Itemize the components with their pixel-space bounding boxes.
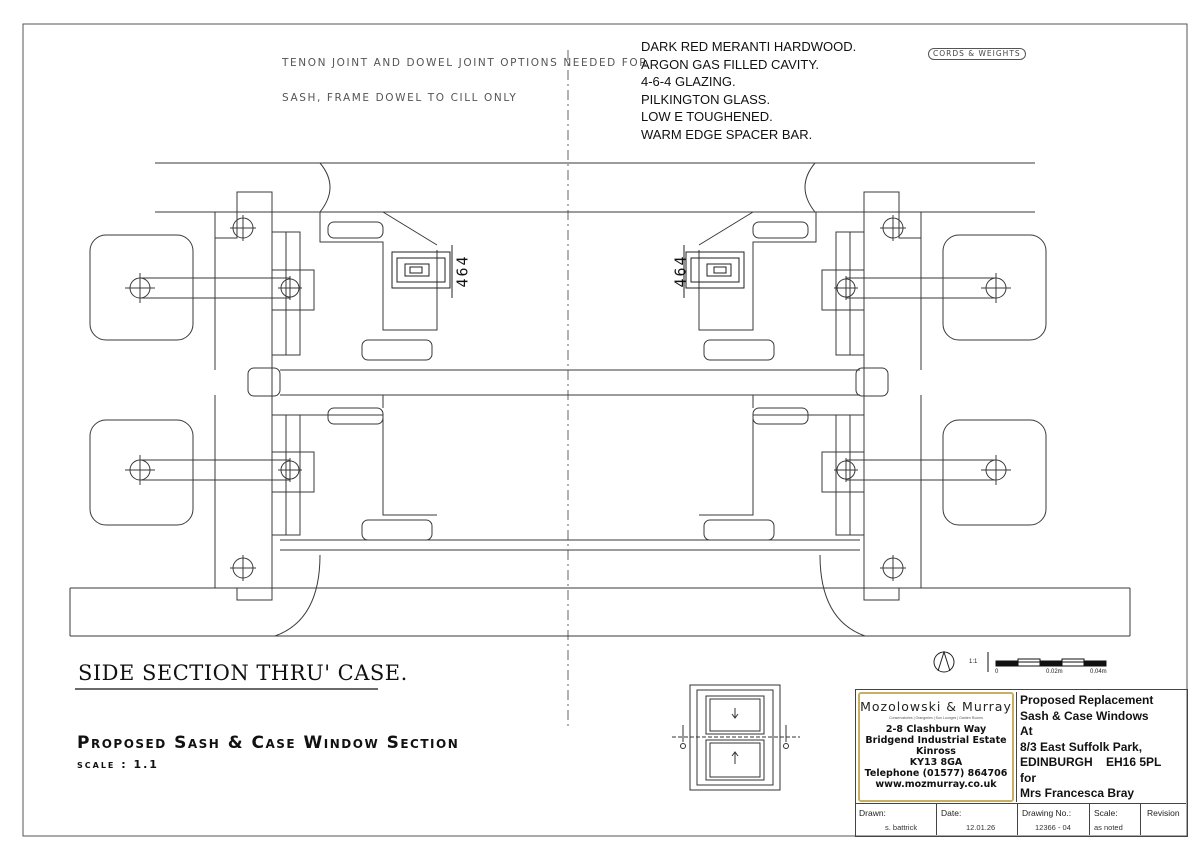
left-glazing-unit: [391, 245, 453, 298]
section-title: SIDE SECTION THRU' CASE.: [78, 661, 408, 685]
drawing-title: Proposed Sash & Case Window Section: [77, 733, 460, 753]
project-line: EDINBURGH EH16 5PL: [1020, 755, 1162, 769]
scale-bar: [987, 652, 1107, 672]
project-details: Proposed Replacement Sash & Case Windows…: [1017, 692, 1184, 802]
spec-item: 4-6-4 GLAZING.: [641, 74, 736, 89]
construction-note-line-2: SASH, FRAME DOWEL TO CILL ONLY: [282, 92, 518, 104]
spec-item: ARGON GAS FILLED CAVITY.: [641, 56, 819, 72]
right-jamb: [698, 191, 1047, 601]
drawn-label: Drawn:: [859, 808, 886, 818]
scale-value: as noted: [1094, 823, 1123, 832]
right-glazing-unit: [683, 245, 745, 298]
revision-label: Revision: [1147, 808, 1180, 818]
spec-item: PILKINGTON GLASS.: [641, 91, 771, 107]
project-line: Proposed Replacement: [1020, 693, 1154, 707]
glazing-dimension-right: 464: [671, 254, 690, 288]
date-cell: Date: 12.01.26: [937, 804, 1018, 835]
scale-bar-tick-0: 0: [995, 669, 999, 675]
scale-label: Scale:: [1094, 808, 1118, 818]
company-address-line: 2-8 Clashburn Way: [885, 724, 987, 735]
spec-list: DARK RED MERANTI HARDWOOD. ARGON GAS FIL…: [641, 38, 856, 143]
scale-bar-tick-2: 0.04m: [1090, 669, 1107, 675]
drawing-no-label: Drawing No.:: [1022, 808, 1072, 818]
cords-weights-label: CORDS & WEIGHTS: [928, 48, 1026, 60]
company-address-line: Kinross: [916, 746, 956, 757]
scale-bar-tick-1: 0.02m: [1046, 669, 1063, 675]
orientation-symbol: [933, 650, 955, 673]
project-line: for: [1020, 770, 1036, 785]
scale-bar-ratio: 1:1: [969, 659, 978, 665]
company-address: 2-8 Clashburn Way Bridgend Industrial Es…: [860, 724, 1012, 790]
glazing-dimension-left: 464: [453, 254, 472, 288]
left-jamb: [89, 191, 438, 601]
project-line: Sash & Case Windows: [1020, 708, 1149, 723]
drawn-value: s. battrick: [885, 823, 918, 832]
company-tagline: Conservatories | Orangeries | Sun Lounge…: [889, 716, 983, 720]
title-block: [855, 689, 1188, 837]
project-line: Mrs Francesca Bray: [1020, 786, 1135, 800]
company-name: Mozolowski & Murray: [860, 699, 1012, 714]
project-line: 8/3 East Suffolk Park,: [1020, 739, 1143, 754]
scale-cell: Scale: as noted: [1090, 804, 1141, 835]
spec-item: DARK RED MERANTI HARDWOOD.: [641, 39, 857, 54]
company-address-line: Bridgend Industrial Estate: [865, 735, 1007, 746]
title-block-fields: Drawn: s. battrick Date: 12.01.26 Drawin…: [855, 803, 1186, 835]
drawn-cell: Drawn: s. battrick: [855, 804, 937, 835]
company-phone: Telephone (01577) 864706: [864, 768, 1008, 779]
date-value: 12.01.26: [966, 823, 996, 832]
company-website: www.mozmurray.co.uk: [875, 779, 997, 790]
drawing-no-value: 12366 - 04: [1035, 823, 1071, 832]
spec-item: WARM EDGE SPACER BAR.: [641, 126, 813, 142]
project-panel: Proposed Replacement Sash & Case Windows…: [1016, 692, 1184, 802]
revision-cell: Revision: [1141, 804, 1186, 835]
company-address-line: KY13 8GA: [909, 757, 963, 768]
drawing-no-cell: Drawing No.: 12366 - 04: [1018, 804, 1090, 835]
spec-item: LOW E TOUGHENED.: [641, 109, 773, 124]
project-line: At: [1020, 724, 1033, 738]
construction-note-line-1: TENON JOINT AND DOWEL JOINT OPTIONS NEED…: [282, 57, 649, 69]
sheet-border: [22, 23, 1188, 837]
window-elevation-thumbnail: [672, 684, 800, 791]
drawing-scale: scale : 1.1: [77, 758, 159, 771]
date-label: Date:: [941, 808, 962, 818]
company-panel: Mozolowski & Murray Conservatories | Ora…: [858, 692, 1014, 802]
